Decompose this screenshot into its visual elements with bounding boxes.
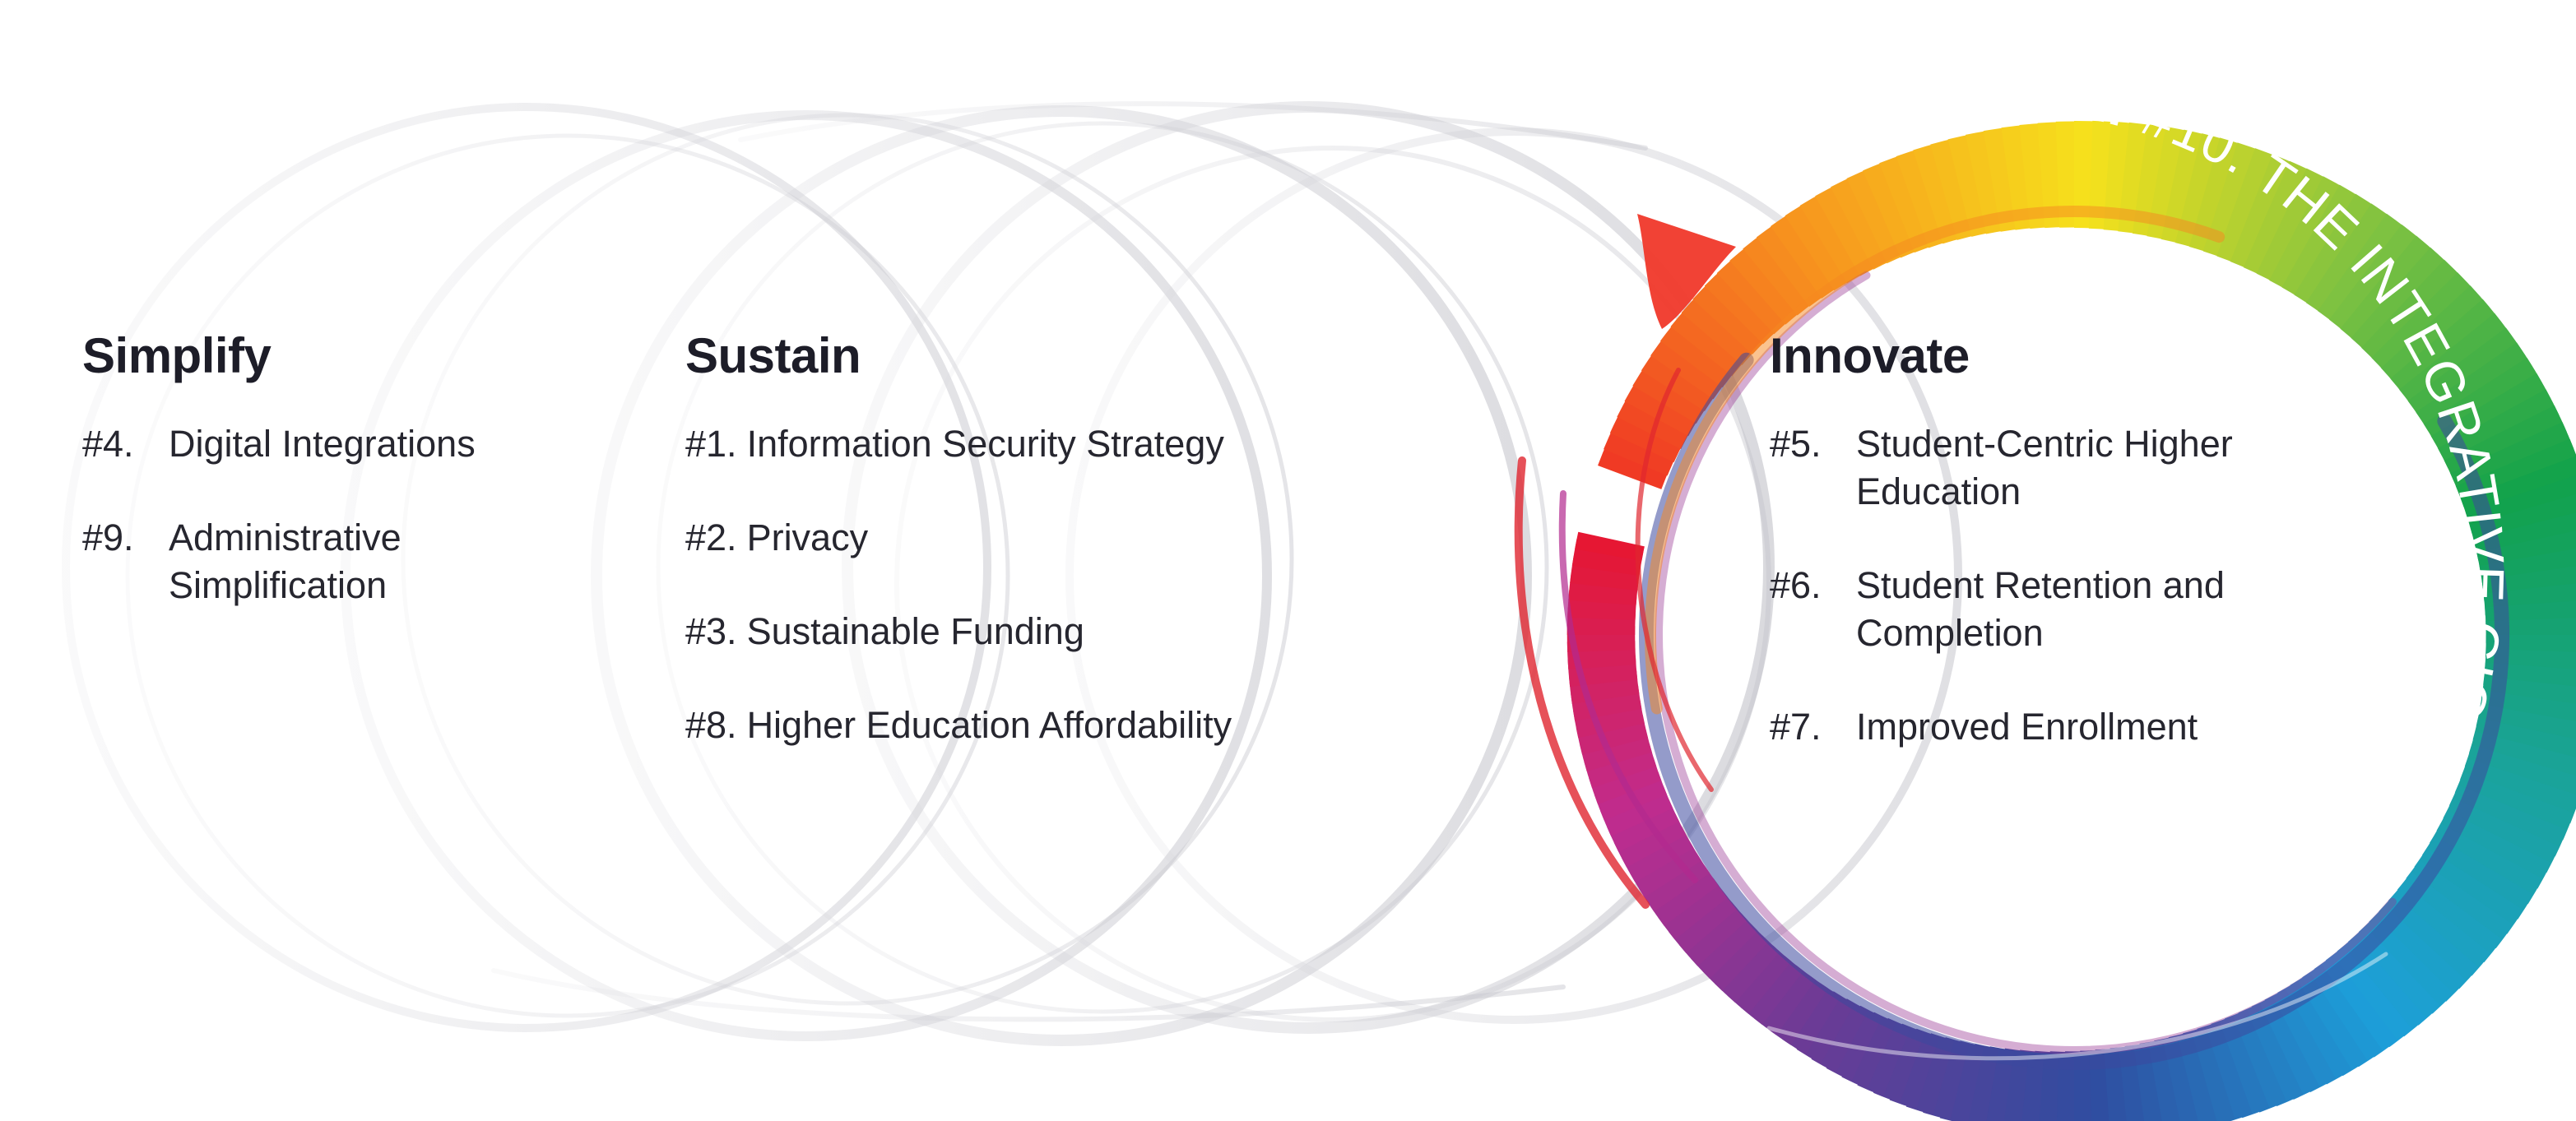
item-number: #5. xyxy=(1770,423,1822,465)
item-text: Information Security Strategy xyxy=(746,423,1224,465)
item-number: #8. xyxy=(685,704,737,746)
heading-simplify: Simplify xyxy=(82,328,272,383)
gray-ring xyxy=(125,133,1010,1018)
heading-sustain: Sustain xyxy=(685,328,861,383)
list-item: #6. Student Retention and Completion xyxy=(1770,562,2362,657)
column-simplify: Simplify #4. Digital Integrations #9. Ad… xyxy=(82,327,609,655)
item-number: #3. xyxy=(685,610,737,652)
spectrum-brush-tail xyxy=(1637,214,1736,329)
gray-ring xyxy=(894,146,1771,1022)
item-text: Privacy xyxy=(746,516,869,558)
gray-ring xyxy=(62,103,991,1032)
list-item: #9. Administrative Simplification xyxy=(82,514,609,609)
list-item: #7. Improved Enrollment xyxy=(1770,703,2362,751)
heading-innovate: Innovate xyxy=(1770,328,1970,383)
list-item: #2. Privacy xyxy=(685,514,1508,562)
item-number: #1. xyxy=(685,423,737,465)
list-item: #4. Digital Integrations xyxy=(82,420,609,468)
item-number: #6. xyxy=(1770,564,1822,606)
item-text: Student-Centric Higher Education xyxy=(1856,423,2233,512)
spectrum-brush-stroke xyxy=(1635,368,1714,792)
spectrum-inner-trail xyxy=(1645,206,2226,715)
item-text: Sustainable Funding xyxy=(746,610,1084,652)
item-text: Administrative Simplification xyxy=(169,516,401,606)
item-number: #7. xyxy=(1770,706,1822,748)
gray-brush-stroke xyxy=(738,101,1648,151)
item-text: Digital Integrations xyxy=(169,423,476,465)
column-innovate: Innovate #5. Student-Centric Higher Educ… xyxy=(1770,327,2362,797)
list-item: #8. Higher Education Affordability xyxy=(685,702,1508,749)
list-innovate: #5. Student-Centric Higher Education #6.… xyxy=(1770,420,2362,751)
spectrum-brush-stroke xyxy=(1558,490,1698,883)
column-sustain: Sustain #1. Information Security Strateg… xyxy=(685,327,1508,795)
spectrum-brush-stroke xyxy=(1972,804,2413,973)
item-text: Student Retention and Completion xyxy=(1856,564,2225,654)
gray-ring xyxy=(1065,127,1962,1024)
item-number: #9. xyxy=(82,516,134,558)
gray-ring xyxy=(401,113,1294,1006)
gray-ring xyxy=(591,105,1532,1046)
spectrum-segment xyxy=(1575,531,1645,562)
item-number: #2. xyxy=(685,516,737,558)
gray-rings xyxy=(62,101,1962,1046)
list-sustain: #1. Information Security Strategy #2. Pr… xyxy=(685,420,1508,749)
spectrum-brush-stroke xyxy=(1514,456,1650,909)
spectrum-brush-stroke xyxy=(1766,952,2388,1061)
item-text: Improved Enrollment xyxy=(1856,706,2198,748)
gray-brush-stroke xyxy=(491,968,1566,1022)
list-item: #5. Student-Centric Higher Education xyxy=(1770,420,2362,516)
item-text: Higher Education Affordability xyxy=(746,704,1232,746)
list-simplify: #4. Digital Integrations #9. Administrat… xyxy=(82,420,609,609)
spectrum-ring xyxy=(1566,120,2576,1121)
item-number: #4. xyxy=(82,423,134,465)
spectrum-inner-trail xyxy=(1655,271,2397,1054)
gray-ring xyxy=(656,121,1549,1014)
list-item: #1. Information Security Strategy xyxy=(685,420,1508,468)
list-item: #3. Sustainable Funding xyxy=(685,608,1508,655)
